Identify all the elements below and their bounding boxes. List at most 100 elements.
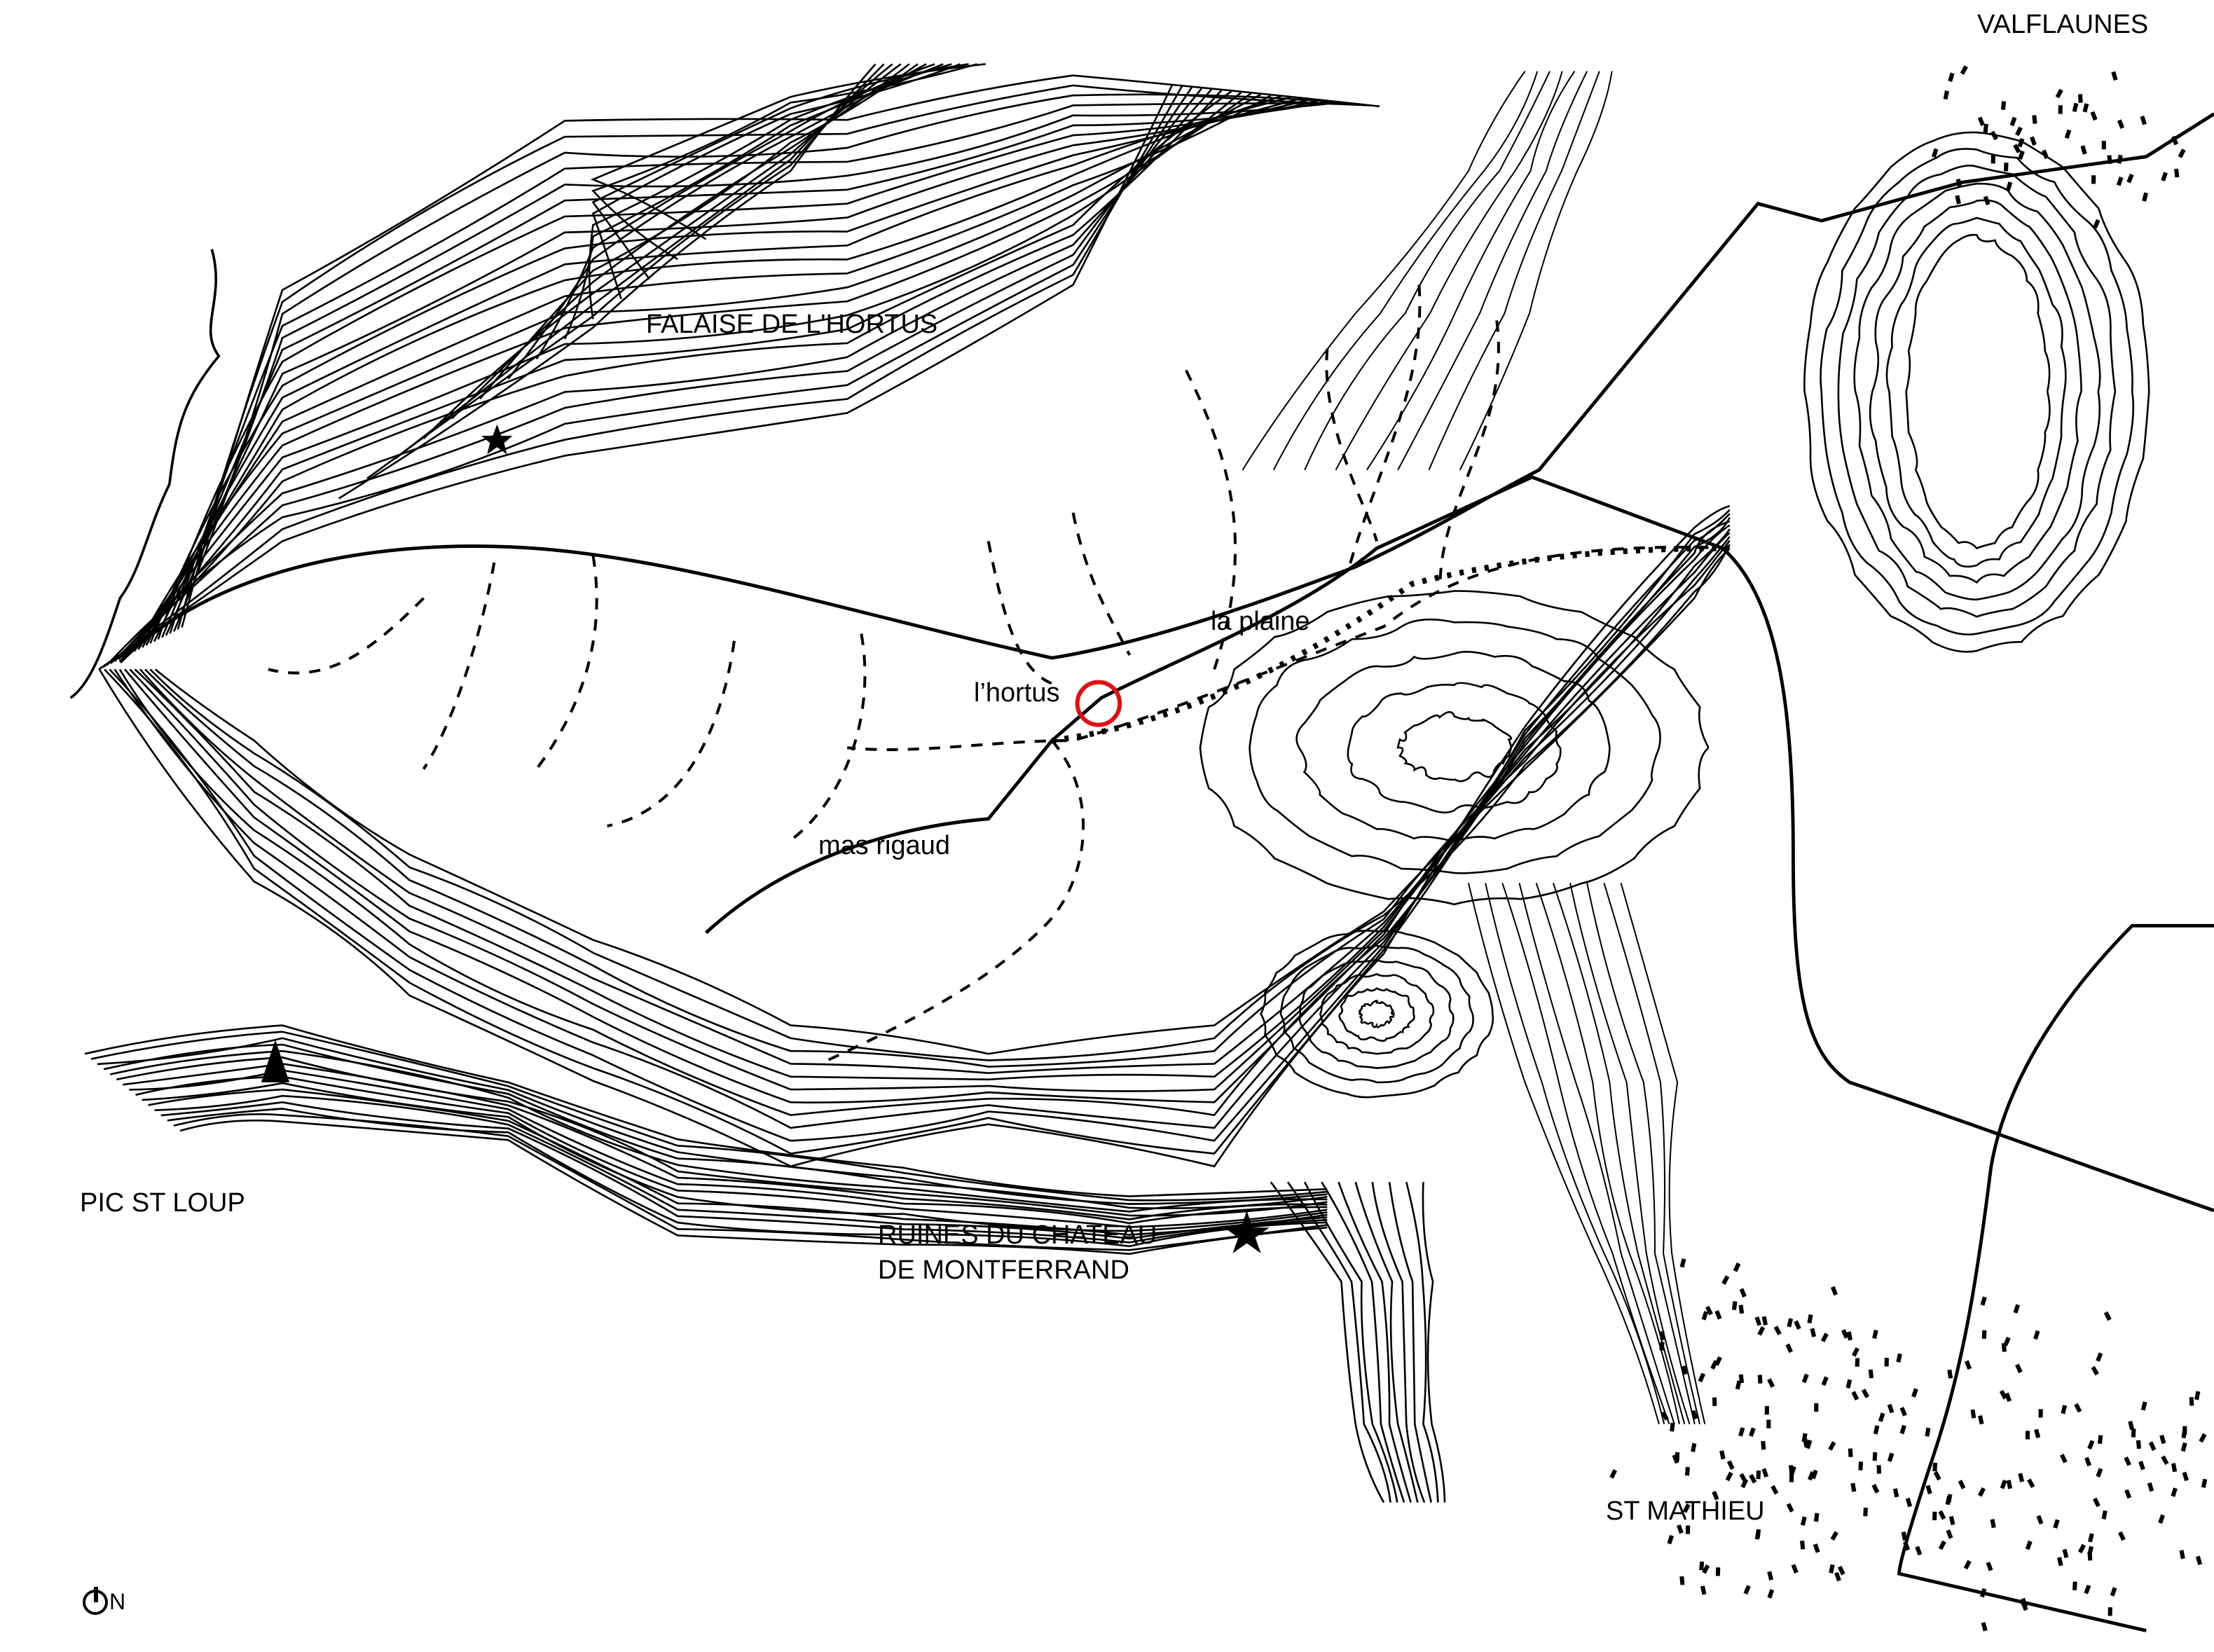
building-dot [2117,154,2123,164]
contour-line [1869,199,2082,584]
building-dot [2064,129,2072,139]
label-mas-rigaud: mas rigaud [818,831,950,860]
building-dot [2090,111,2098,121]
contour-line [104,509,1731,1155]
contour-line [1358,1000,1395,1028]
building-dot [2142,192,2149,202]
contour-line [507,63,927,380]
contour-line [134,532,1731,1081]
building-dot [2180,1442,2187,1452]
building-dot [2107,155,2113,165]
building-dot [1719,1450,1726,1460]
contour-line [1298,958,1455,1069]
label-la-plaine: la plaine [1211,607,1310,636]
building-dot [1698,1372,1706,1383]
building-dot [1821,1376,1829,1386]
building-dot [2074,1403,2082,1413]
contour-line [1459,71,1613,471]
contour-line [114,517,1731,1129]
building-dot [1691,1410,1698,1420]
building-dot [1757,1326,1766,1336]
label-falaise-de-lhortus: FALAISE DE L'HORTUS [646,310,938,339]
contour-line [124,524,1731,1103]
building-dot [1721,1275,1730,1285]
building-dot [1701,1311,1709,1321]
building-dot [2117,119,2125,129]
building-dot [2036,1515,2044,1525]
building-dot [1789,1473,1794,1482]
building-dot [1905,1497,1913,1508]
contour-line [98,504,1731,1168]
building-dot [1786,1503,1794,1513]
building-dot [2042,149,2049,160]
building-dot [2110,1587,2117,1597]
contour-lines [84,63,2150,1503]
contour-line [98,85,1173,670]
building-dot [1770,1485,1779,1495]
building-dot [2126,173,2134,184]
contour-line [116,1056,1328,1217]
building-dot [2116,177,2124,186]
contour-line [1397,71,1588,471]
contour-line [590,63,986,240]
contour-line [1837,164,2117,618]
building-dot [2140,115,2147,125]
building-dot [2161,1455,2169,1466]
building-dot [2000,1479,2007,1489]
contour-line [591,63,977,261]
building-dot [1978,1487,1986,1497]
contour-line [179,1119,1328,1255]
building-dot [1884,1358,1889,1367]
building-dot [1932,1462,1938,1472]
building-dot [2005,181,2013,191]
building-dot [1872,1329,1878,1340]
contour-line [1853,182,2101,601]
building-dot [1980,1296,1987,1306]
contour-line [167,1108,1328,1248]
building-dot [2159,1434,2166,1445]
contour-line [144,539,1731,1068]
contour-line [114,88,1213,662]
building-dot [1960,65,1968,75]
building-dot [1788,1465,1794,1475]
building-dot [1999,1389,2007,1400]
building-dot [2131,1429,2136,1438]
building-dot [2030,136,2037,146]
contour-line [121,90,1232,659]
contour-line [1820,148,2135,635]
building-dot [1851,1391,1859,1401]
building-dot [1672,1454,1679,1464]
building-dot [1767,1571,1774,1581]
contour-line [118,90,1223,661]
building-dot [2006,1480,2013,1489]
building-dot [2182,1471,2189,1482]
building-dot [2059,1454,2068,1464]
contour-line [451,63,910,420]
village-dots [1609,65,2208,1632]
building-dot [2171,1487,2178,1497]
field-boundary [1051,545,1730,744]
roads [69,112,2214,1632]
contour-line [110,88,1203,664]
contour-line [137,95,1272,650]
building-dot [1858,1461,1864,1471]
contour-line [1272,71,1539,471]
building-dot [2138,1461,2145,1471]
building-dot [2179,1550,2185,1560]
contour-line [479,63,919,400]
contour-line [1620,883,1706,1424]
contour-line [106,87,1192,666]
building-dot [1925,1427,1931,1437]
building-dot [1684,1466,1690,1476]
building-dot [1738,1305,1745,1314]
building-dot [2096,1468,2103,1478]
contour-line [149,544,1731,1061]
building-dot [1702,1564,1710,1574]
building-dot [1813,1513,1820,1522]
building-dot [1808,1471,1815,1481]
building-dot [2087,1546,2094,1555]
label-ruines-line1: RUINES DU CHATEAU [878,1220,1157,1250]
building-dot [1743,1585,1751,1595]
contour-line [1303,1181,1398,1503]
building-dot [2140,1401,2147,1411]
